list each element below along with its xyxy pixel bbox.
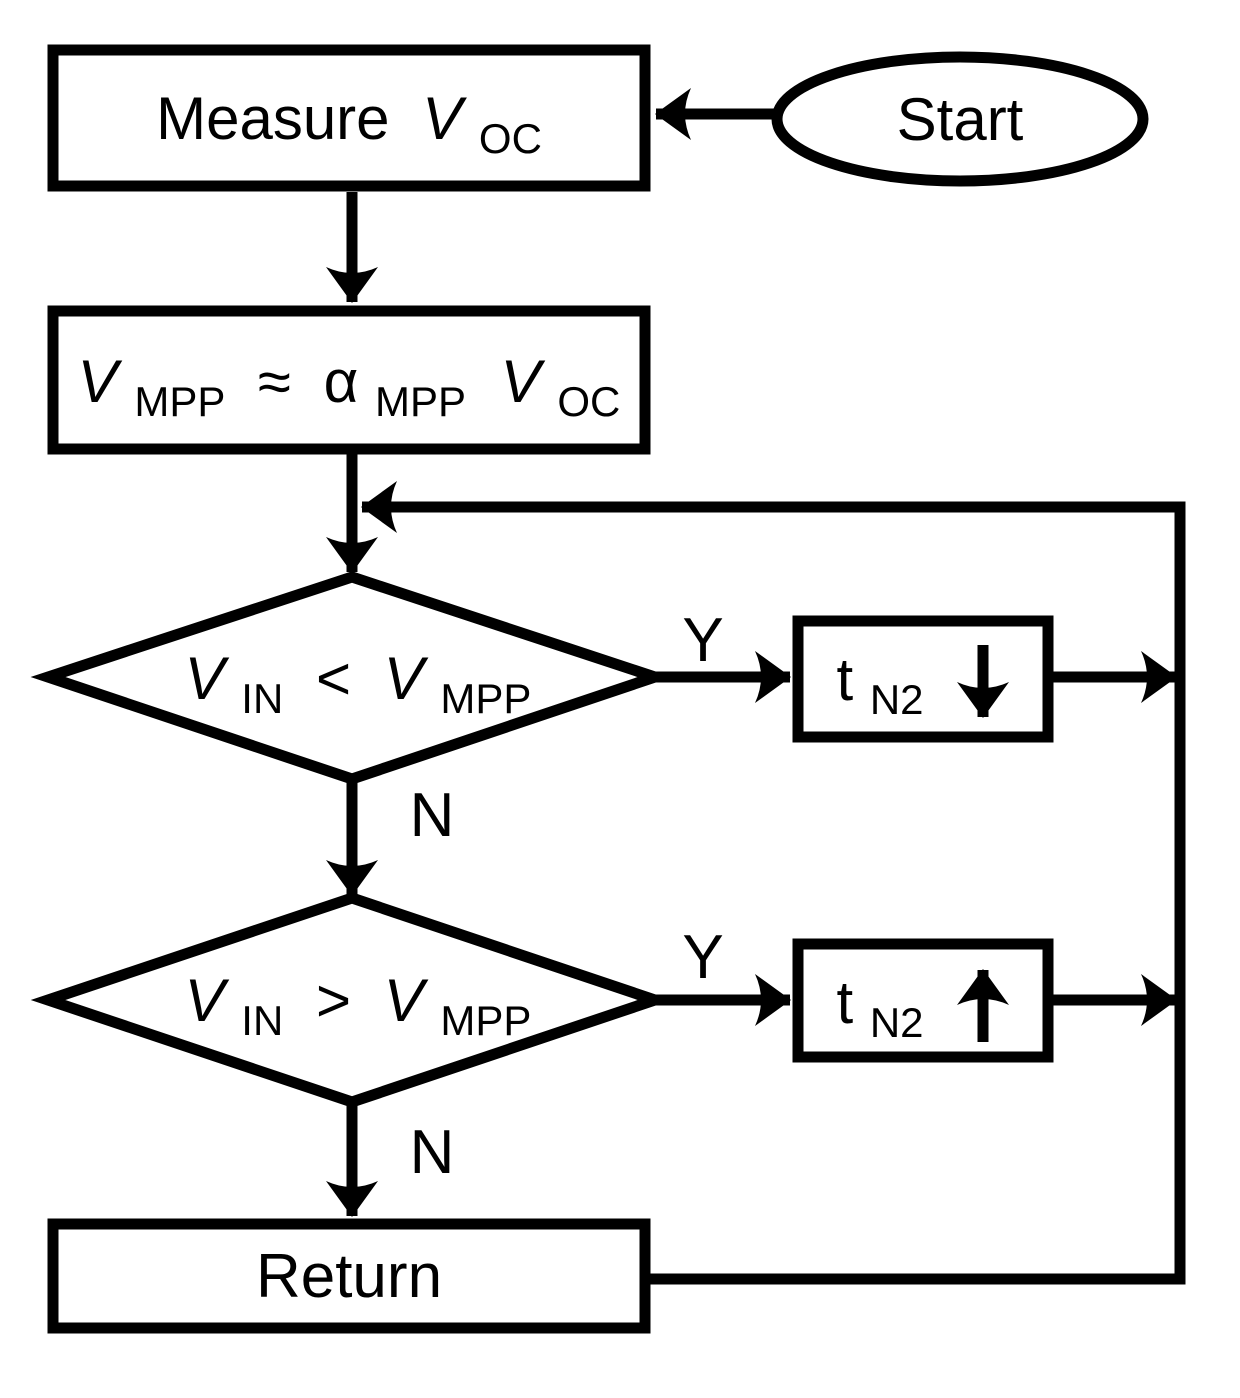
estimate-lhs: V (78, 348, 123, 415)
tn2-increase-label: t N2 (836, 969, 923, 1046)
decision2-rhs-sub: MPP (440, 997, 531, 1044)
decision2-rhs: V (384, 967, 429, 1034)
estimate-op: ≈ (258, 348, 291, 415)
label-yes-2: Y (682, 923, 723, 992)
decision-vin-lt-vmpp-diamond (30, 571, 673, 785)
estimate-lhs-sub: MPP (134, 378, 225, 425)
label-no-1: N (410, 781, 455, 850)
estimate-rhs-sub: OC (557, 378, 620, 425)
return-box (47, 1218, 651, 1334)
measure-voc-box (47, 44, 651, 192)
label-yes-1: Y (682, 606, 723, 675)
decision-vin-gt-vmpp-label: V IN > V MPP (185, 967, 532, 1048)
decision1-op: < (316, 645, 351, 712)
tn2-decrease-label: t N2 (836, 646, 923, 723)
tn2-decrease-var: t (836, 646, 853, 713)
decision1-rhs: V (384, 645, 429, 712)
measure-voc-var: V (422, 85, 467, 152)
tn2-increase-var: t (836, 969, 853, 1036)
decision2-op: > (316, 967, 351, 1034)
start-label: Start (897, 86, 1024, 153)
measure-voc-text: Measure (156, 85, 389, 152)
measure-voc-label: Measure V OC (156, 85, 542, 162)
estimate-vmpp-box (47, 305, 651, 455)
decision1-lhs-sub: IN (241, 675, 283, 722)
decision1-lhs: V (185, 645, 230, 712)
start-terminator (771, 51, 1149, 187)
label-no-2: N (410, 1118, 455, 1187)
tn2-increase-var-sub: N2 (870, 999, 924, 1046)
decision2-lhs: V (185, 967, 230, 1034)
edge-feedback-loop (361, 481, 1186, 1285)
estimate-coeff: α (324, 348, 359, 415)
estimate-vmpp-label: V MPP ≈ α MPP V OC (78, 348, 621, 429)
decision-vin-gt-vmpp-diamond (30, 892, 673, 1108)
return-label: Return (256, 1242, 442, 1311)
decision2-lhs-sub: IN (241, 997, 283, 1044)
measure-voc-var-sub: OC (479, 115, 542, 162)
decision-vin-lt-vmpp-label: V IN < V MPP (185, 645, 532, 726)
decision1-rhs-sub: MPP (440, 675, 531, 722)
estimate-rhs: V (501, 348, 546, 415)
estimate-coeff-sub: MPP (375, 378, 466, 425)
tn2-decrease-var-sub: N2 (870, 676, 924, 723)
